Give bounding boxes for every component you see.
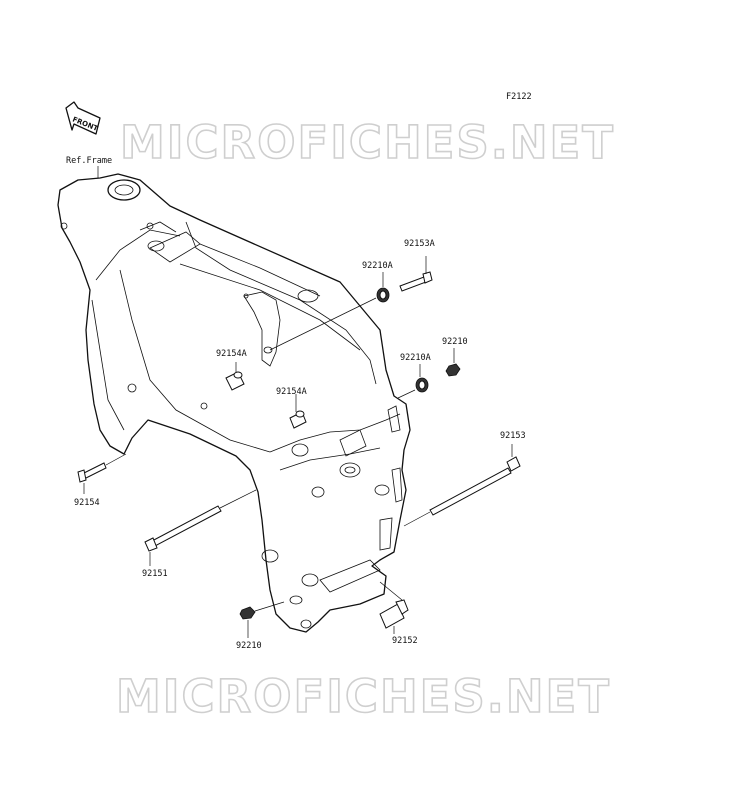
collar-92210A-mid <box>397 364 429 399</box>
spacer-92154A-mid <box>289 394 307 429</box>
ref-frame-label: Ref.Frame <box>66 156 112 166</box>
figure-code: F2122 <box>506 92 532 102</box>
collar-92210A-top <box>269 272 390 351</box>
label-92210: 92210 <box>442 337 468 347</box>
label-92154A-upper: 92154A <box>216 349 247 359</box>
bolt-92153 <box>403 444 521 527</box>
label-92151: 92151 <box>142 569 168 579</box>
front-arrow-icon: FRONT <box>65 101 101 135</box>
bolt-92154 <box>77 453 127 494</box>
nut-92210-right <box>445 348 461 377</box>
spacer-92154A-upper <box>225 362 245 391</box>
main-frame <box>57 173 411 633</box>
label-92154A-mid: 92154A <box>276 387 307 397</box>
label-92152: 92152 <box>392 636 418 646</box>
bolt-92153A <box>399 256 433 292</box>
nut-92210-bottom <box>239 601 285 638</box>
watermark-top: MICROFICHES.NET <box>120 116 615 169</box>
bolt-92151 <box>144 489 257 566</box>
label-92154: 92154 <box>74 498 100 508</box>
label-92210-bottom: 92210 <box>236 641 262 651</box>
label-92153: 92153 <box>500 431 526 441</box>
watermark-bottom: MICROFICHES.NET <box>116 670 611 723</box>
label-92210A-mid: 92210A <box>400 353 431 363</box>
label-92210A-top: 92210A <box>362 261 393 271</box>
adjuster-92152 <box>379 581 409 634</box>
label-92153A: 92153A <box>404 239 435 249</box>
